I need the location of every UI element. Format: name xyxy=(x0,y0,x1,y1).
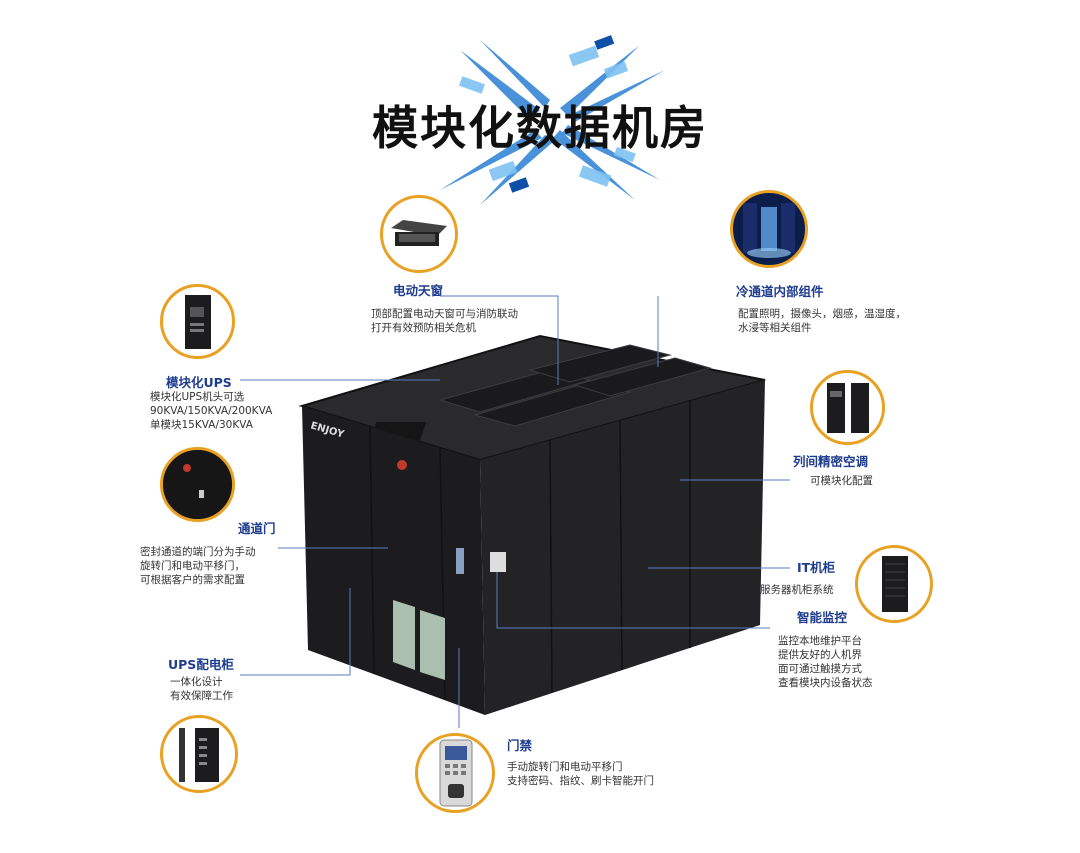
skylight-icon xyxy=(391,220,447,246)
skylight-thumbnail xyxy=(380,195,458,273)
air-conditioner-icon xyxy=(827,383,869,433)
skylight-label: 电动天窗 xyxy=(393,283,444,298)
skylight-desc: 顶部配置电动天窗可与消防联动 打开有效预防相关危机 xyxy=(371,308,518,334)
distribution-cabinet-icon xyxy=(179,728,219,782)
cold-aisle-label: 冷通道内部组件 xyxy=(736,284,824,299)
it-cabinet-label: IT机柜 xyxy=(797,560,836,575)
server-rack-icon xyxy=(882,556,908,612)
cold-aisle-desc: 配置照明，摄像头，烟感，温湿度， 水浸等相关组件 xyxy=(738,308,906,334)
door-icon xyxy=(163,450,232,519)
ac-desc: 可模块化配置 xyxy=(810,475,873,487)
cold-aisle-thumbnail xyxy=(730,190,808,268)
ac-label: 列间精密空调 xyxy=(793,454,869,469)
it-cabinet-thumbnail xyxy=(855,545,933,623)
blue-burst-decoration xyxy=(440,35,665,205)
ups-module-thumbnail xyxy=(160,284,235,359)
ac-thumbnail xyxy=(810,370,885,445)
ups-dist-desc: 一体化设计 有效保障工作 xyxy=(170,676,233,702)
door-desc: 密封通道的端门分为手动 旋转门和电动平移门， 可根据客户的需求配置 xyxy=(140,546,256,586)
door-label: 通道门 xyxy=(238,521,276,536)
ups-module-label: 模块化UPS xyxy=(166,375,232,390)
it-cabinet-desc: 服务器机柜系统 xyxy=(760,584,834,596)
monitor-desc: 监控本地维护平台 提供友好的人机界 面可通过触摸方式 查看模块内设备状态 xyxy=(778,635,873,689)
ups-cabinet-icon xyxy=(185,295,211,349)
ups-dist-thumbnail xyxy=(160,715,238,793)
fingerprint-terminal-icon xyxy=(439,739,473,807)
ups-dist-label: UPS配电柜 xyxy=(168,657,234,672)
ups-module-desc: 模块化UPS机头可选 90KVA/150KVA/200KVA 单模块15KVA/… xyxy=(150,391,273,431)
page-title: 模块化数据机房 xyxy=(372,101,708,155)
cold-aisle-icon xyxy=(743,203,795,258)
access-control-thumbnail xyxy=(415,733,495,813)
access-desc: 手动旋转门和电动平移门 支持密码、指纹、刷卡智能开门 xyxy=(507,761,654,787)
monitor-label: 智能监控 xyxy=(797,610,848,625)
access-label: 门禁 xyxy=(507,738,533,753)
modular-datacenter-cabinet xyxy=(298,334,766,715)
door-thumbnail xyxy=(160,447,235,522)
